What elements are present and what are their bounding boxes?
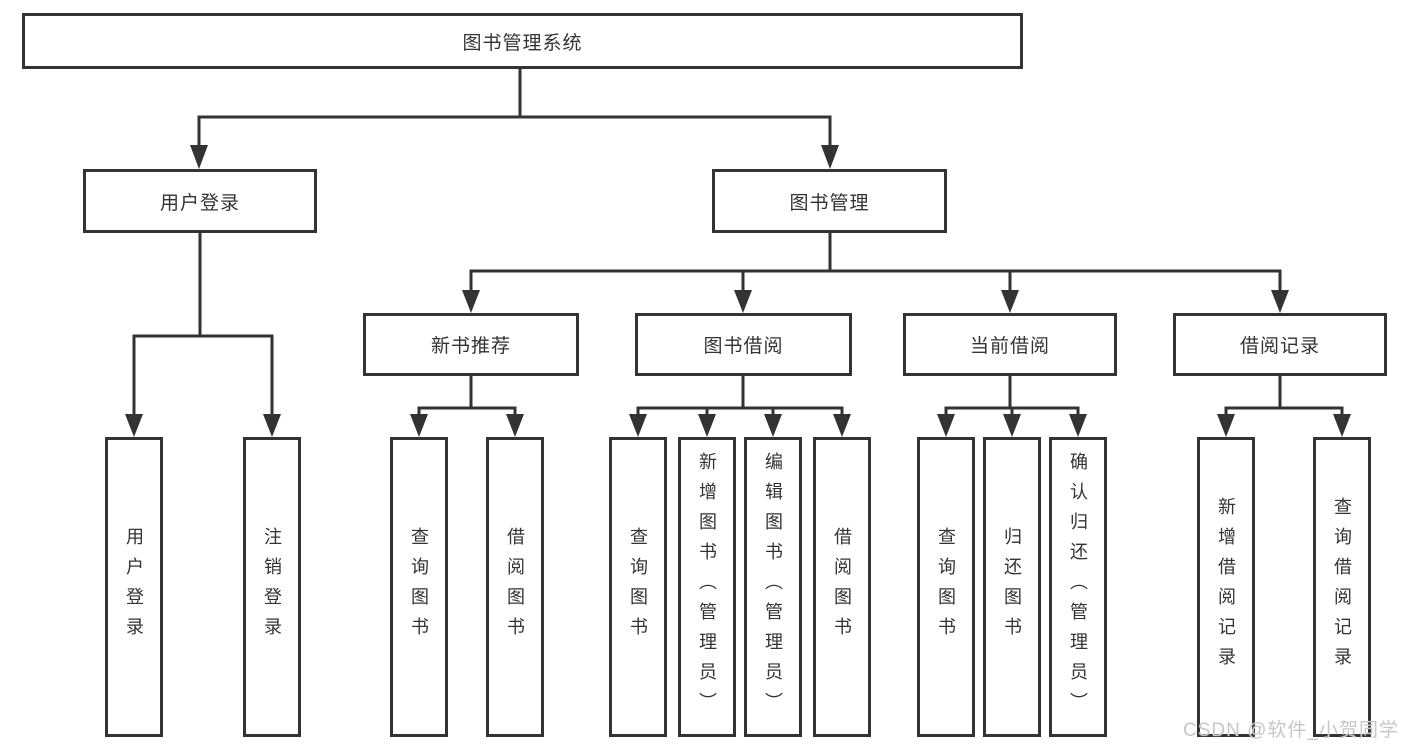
leaf-label: 借阅图书 — [505, 527, 525, 647]
leaf-label: 新增借阅记录 — [1216, 497, 1236, 677]
leaf-borrow-books-recommend: 借阅图书 — [486, 437, 544, 737]
node-book-management: 图书管理 — [712, 169, 947, 233]
leaf-label: 查询图书 — [936, 527, 956, 647]
leaf-label: 注销登录 — [262, 527, 282, 647]
leaf-label: 查询借阅记录 — [1332, 497, 1352, 677]
node-borrow-records: 借阅记录 — [1173, 313, 1387, 376]
leaf-label: 查询图书 — [409, 527, 429, 647]
leaf-query-borrow-record: 查询借阅记录 — [1313, 437, 1371, 737]
leaf-label: 查询图书 — [628, 527, 648, 647]
leaf-query-books-borrow: 查询图书 — [609, 437, 667, 737]
leaf-query-books-current: 查询图书 — [917, 437, 975, 737]
node-user-login: 用户登录 — [83, 169, 317, 233]
leaf-label: 编辑图书（管理员） — [763, 452, 783, 722]
leaf-return-book: 归还图书 — [983, 437, 1041, 737]
leaf-label: 借阅图书 — [832, 527, 852, 647]
leaf-label: 归还图书 — [1002, 527, 1022, 647]
leaf-logout: 注销登录 — [243, 437, 301, 737]
leaf-borrow-books: 借阅图书 — [813, 437, 871, 737]
node-current-borrow: 当前借阅 — [903, 313, 1117, 376]
node-new-book-recommend: 新书推荐 — [363, 313, 579, 376]
leaf-label: 新增图书（管理员） — [697, 452, 717, 722]
leaf-confirm-return-admin: 确认归还（管理员） — [1049, 437, 1107, 737]
leaf-user-login: 用户登录 — [105, 437, 163, 737]
leaf-label: 确认归还（管理员） — [1068, 452, 1088, 722]
arrowheads — [125, 145, 1351, 437]
leaf-label: 用户登录 — [124, 527, 144, 647]
leaf-edit-book-admin: 编辑图书（管理员） — [744, 437, 802, 737]
leaf-add-borrow-record: 新增借阅记录 — [1197, 437, 1255, 737]
leaf-add-book-admin: 新增图书（管理员） — [678, 437, 736, 737]
node-library-system: 图书管理系统 — [22, 13, 1023, 69]
leaf-query-books-recommend: 查询图书 — [390, 437, 448, 737]
node-book-borrow: 图书借阅 — [635, 313, 852, 376]
